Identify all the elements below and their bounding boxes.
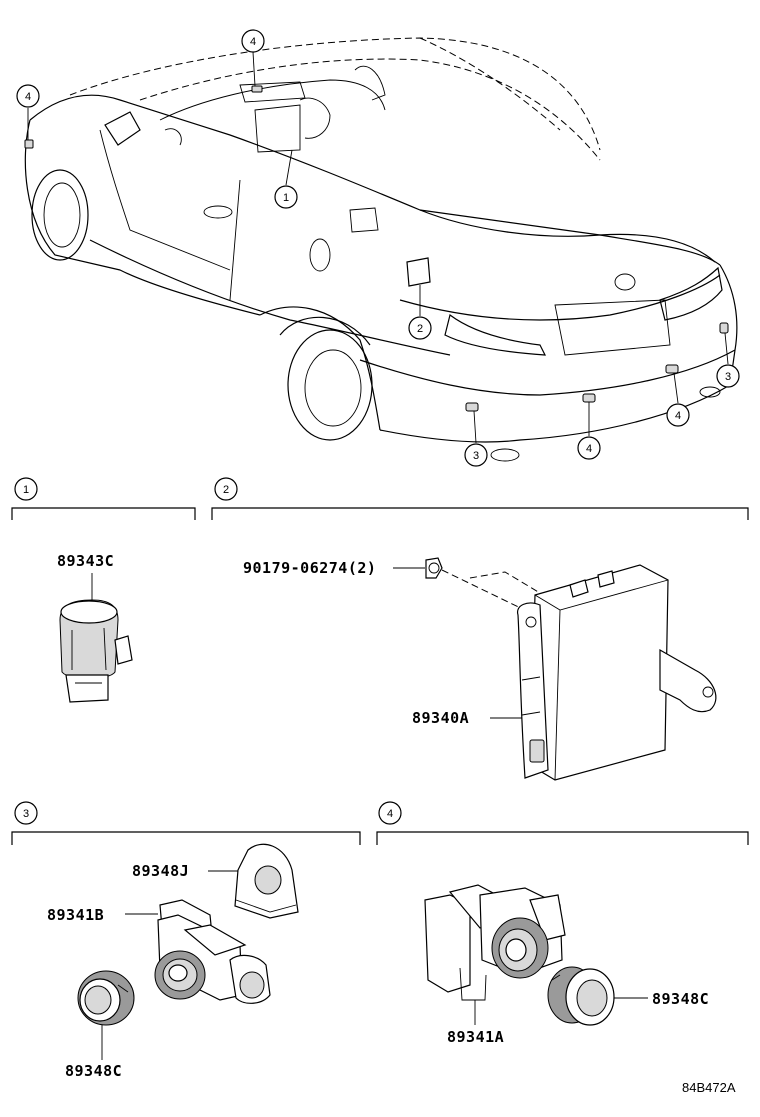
callout-car-4-bottom: 4 <box>586 443 592 455</box>
front-sensor-mark <box>251 85 263 93</box>
callout-car-1: 1 <box>283 192 289 204</box>
section-2-number: 2 <box>223 484 229 496</box>
sensor-89341A-illustration <box>424 884 566 1001</box>
bezel-89348C-left-illustration <box>77 970 135 1026</box>
section-1-number: 1 <box>23 484 29 496</box>
section-3-header: 3 <box>11 801 361 845</box>
retainer-89348J-illustration <box>234 843 299 919</box>
diagram-code: 84B472A <box>682 1080 736 1095</box>
part-label-89348C-right: 89348C <box>652 990 709 1008</box>
part-label-89340A: 89340A <box>412 709 469 727</box>
callout-circle <box>666 403 690 427</box>
part-89343C-illustration <box>59 573 133 703</box>
part-label-89348J: 89348J <box>132 862 189 880</box>
bezel-89348C-right-illustration <box>547 966 615 1026</box>
rear-sensor-center-mark <box>582 393 596 403</box>
section-3-number: 3 <box>23 808 29 820</box>
callout-circle <box>464 443 488 467</box>
rear-sensor-left-mark <box>465 402 479 412</box>
section-4-header: 4 <box>376 801 749 845</box>
part-label-89348C-left: 89348C <box>65 1062 122 1080</box>
part-label-89341B: 89341B <box>47 906 104 924</box>
callout-circle <box>274 185 298 209</box>
callout-car-2: 2 <box>417 323 423 335</box>
car-callouts: 4 4 1 2 3 4 4 3 <box>16 29 740 467</box>
callout-circle <box>16 84 40 108</box>
callout-car-4-right: 4 <box>675 410 681 422</box>
callout-circle <box>408 316 432 340</box>
section-1-header: 1 <box>11 477 196 520</box>
callout-top-mid-4: 4 <box>250 36 256 48</box>
rear-sensor-corner-mark <box>719 322 729 334</box>
rear-sensor-right-mark <box>665 364 679 374</box>
callout-car-3-right: 3 <box>725 371 731 383</box>
part-label-90179-06274: 90179-06274(2) <box>243 559 376 577</box>
car-illustration <box>24 37 738 462</box>
part-label-89343C: 89343C <box>57 552 114 570</box>
ecu-89340A-illustration <box>516 564 717 781</box>
sensor-89341B-illustration <box>154 899 271 1004</box>
front-corner-sensor-mark <box>24 139 34 149</box>
callout-circle <box>577 436 601 460</box>
bolt-90179-illustration <box>425 557 443 579</box>
part-label-89341A: 89341A <box>447 1028 504 1046</box>
callout-circle <box>716 364 740 388</box>
section-2-header: 2 <box>211 477 749 520</box>
callout-circle <box>241 29 265 53</box>
callout-top-left-4: 4 <box>25 91 31 103</box>
section-4-number: 4 <box>387 808 393 820</box>
callout-car-3-left: 3 <box>473 450 479 462</box>
